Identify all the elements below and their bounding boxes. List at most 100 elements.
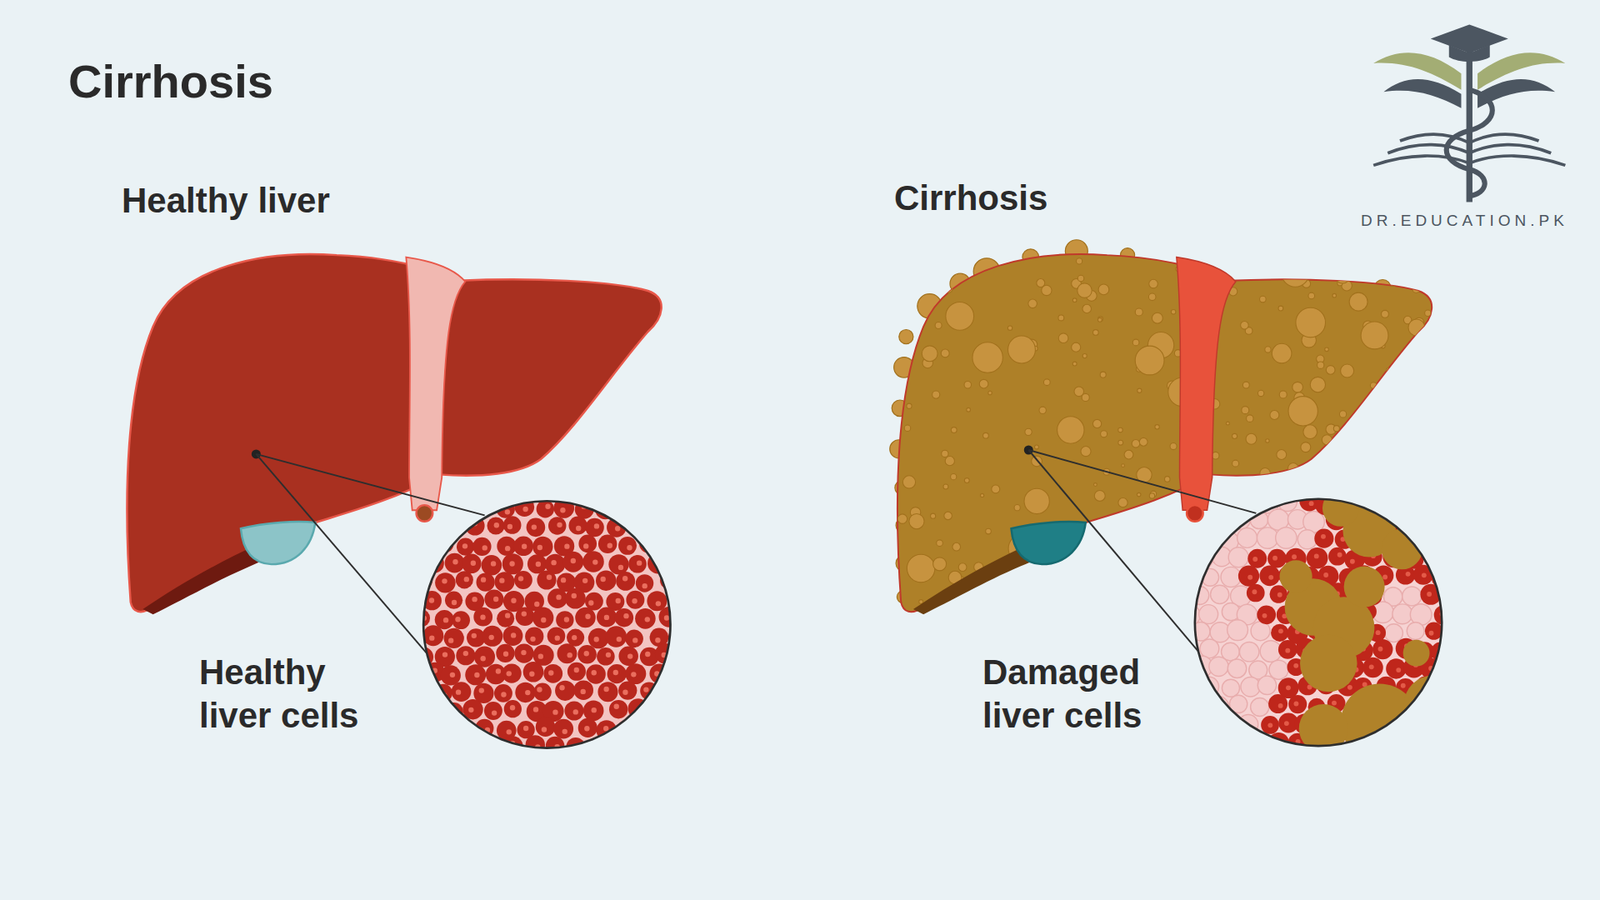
cell-nucleus (655, 524, 661, 530)
cell-nucleus (530, 636, 535, 642)
liver-cell (588, 481, 607, 500)
liver-cell (635, 574, 654, 592)
liver-cell (626, 738, 647, 759)
cell-nucleus (645, 651, 650, 657)
liver-cell (639, 535, 658, 554)
liver-cell (618, 536, 637, 555)
cell-nucleus (615, 525, 620, 531)
scar-tissue (1344, 566, 1385, 608)
liver-cell (1288, 472, 1310, 494)
liver-nodule (1417, 340, 1427, 350)
cell-nucleus (650, 484, 655, 490)
liver-cell (566, 629, 585, 647)
cell-label: Healthy liver cells (199, 650, 383, 738)
liver-nodule (1317, 361, 1325, 369)
liver-cell (1376, 748, 1397, 769)
liver-nodule (1415, 443, 1423, 451)
cell-nucleus (410, 594, 415, 600)
cell-nucleus (521, 610, 527, 616)
cell-nucleus (644, 730, 650, 735)
liver-cell (1434, 605, 1455, 625)
liver-nodule (1288, 396, 1318, 426)
liver-cell (625, 479, 647, 500)
pale-cell (1250, 474, 1270, 495)
cell-nucleus (1382, 575, 1388, 580)
liver-cell (567, 662, 586, 681)
liver-cell (1259, 565, 1280, 587)
liver-nodule (1295, 307, 1326, 338)
cell-nucleus (422, 684, 428, 690)
liver-nodule (1094, 490, 1105, 501)
liver-cell (455, 570, 474, 589)
liver-cell (526, 518, 546, 538)
cell-nucleus (615, 598, 621, 604)
liver-nodule (1055, 598, 1060, 604)
liver-cell (445, 553, 465, 574)
cell-nucleus (664, 580, 670, 585)
liver-cell (565, 480, 586, 502)
liver-nodule (1164, 476, 1170, 483)
cell-nucleus (1385, 754, 1390, 760)
cell-nucleus (1263, 759, 1269, 765)
liver-nodule (1098, 316, 1104, 322)
liver-cell (647, 738, 668, 759)
cell-nucleus (607, 543, 613, 549)
cell-nucleus (1448, 481, 1454, 487)
liver-nodule (1045, 571, 1054, 580)
cell-nucleus (468, 744, 474, 750)
liver-nodule (965, 600, 977, 611)
cell-nucleus (410, 671, 415, 677)
cell-nucleus (592, 559, 598, 565)
cell-nucleus (1323, 572, 1329, 578)
liver-nodule (1082, 304, 1092, 314)
cell-nucleus (1429, 555, 1435, 561)
liver-cell (625, 663, 646, 685)
cell-nucleus (471, 633, 477, 639)
cell-nucleus (1429, 485, 1435, 490)
liver-nodule (1118, 440, 1124, 445)
cell-nucleus (603, 686, 609, 692)
liver-nodule (1136, 492, 1141, 497)
cell-nucleus (480, 655, 485, 661)
cell-nucleus (545, 504, 550, 510)
liver-cell (422, 516, 441, 535)
liver-nodule (1242, 381, 1250, 389)
cell-nucleus (1450, 557, 1455, 563)
cell-nucleus (614, 704, 620, 710)
cell-nucleus (495, 668, 501, 674)
liver-nodule (1230, 272, 1234, 276)
liver-cell (647, 516, 667, 536)
cell-nucleus (1429, 704, 1435, 710)
liver-cell (444, 737, 464, 757)
cell-nucleus (1440, 685, 1445, 690)
liver-cell (1401, 475, 1423, 497)
cell-nucleus (672, 705, 678, 710)
cell-nucleus (1411, 522, 1417, 528)
pale-cell (1209, 656, 1229, 676)
cell-nucleus (1320, 534, 1326, 540)
cell-nucleus (1409, 740, 1415, 746)
liver-cell (430, 718, 450, 738)
liver-nodule (1240, 486, 1255, 501)
liver-nodule (1408, 319, 1425, 336)
cell-nucleus (1247, 575, 1253, 580)
liver-nodule (966, 407, 971, 412)
cell-nucleus (410, 707, 416, 713)
liver-cell (609, 700, 628, 719)
cell-nucleus (413, 487, 419, 493)
cell-nucleus (630, 671, 636, 677)
cell-nucleus (1314, 553, 1320, 559)
liver-cell (618, 646, 638, 666)
liver-cell (412, 609, 430, 627)
liver-nodule (1100, 371, 1106, 378)
scar-tissue (1280, 560, 1313, 593)
pale-cell (1221, 679, 1240, 697)
cell-nucleus (494, 522, 500, 528)
liver-cell (440, 665, 461, 685)
liver-cell (598, 535, 617, 554)
cell-nucleus (613, 741, 619, 747)
cell-nucleus (441, 504, 447, 510)
cell-nucleus (1371, 738, 1377, 744)
liver-nodule (1170, 531, 1178, 540)
cell-nucleus (482, 502, 488, 508)
